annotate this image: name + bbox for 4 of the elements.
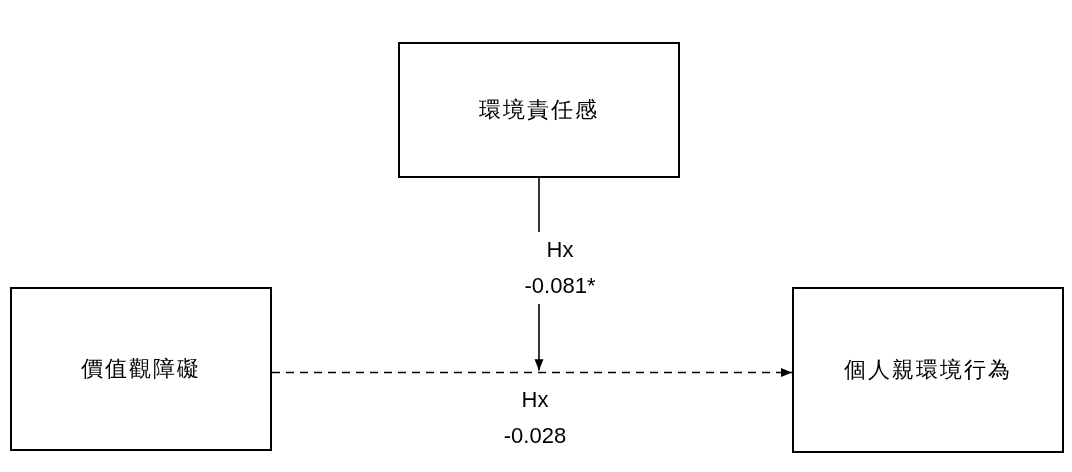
concept-box: 價值觀障礙 (10, 287, 272, 451)
concept-box: 個人親環境行為 (792, 287, 1064, 453)
arrow (271, 368, 793, 377)
concept-box: 環境責任感 (398, 42, 680, 178)
